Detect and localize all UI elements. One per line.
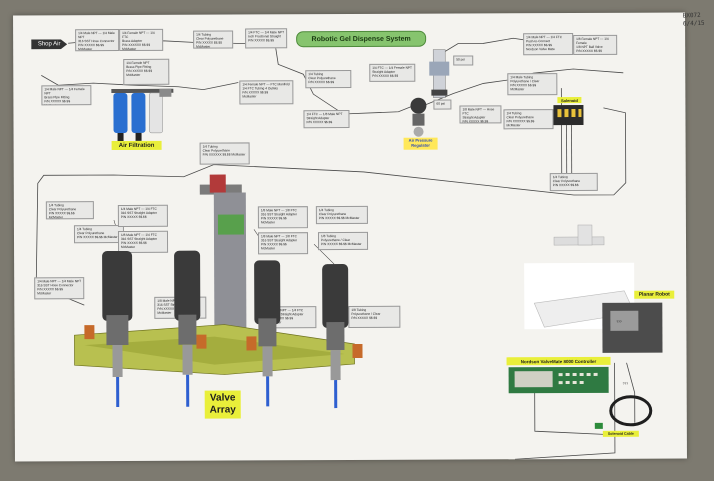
handwritten-annotation: BX072 6/4/15 [683,11,714,38]
solenoid [553,104,584,126]
solenoid-cable-label: Solenoid Cable [602,430,639,437]
valve-array [74,174,363,409]
controller-unit [508,366,653,429]
poster: Robotic Gel Dispense System Shop Air 1/4… [13,12,687,462]
planar-robot [524,224,663,353]
valve [322,264,349,409]
annotation-date: 6/4/15 [682,19,705,28]
valve [174,250,201,407]
unknown-note: ??? [622,381,628,386]
pressure-regulator [410,97,427,137]
manifold-stand [429,49,450,98]
unknown-note: ??? [616,319,622,324]
air-filtration-unit [111,49,584,142]
valve [102,250,133,408]
valve [254,260,281,407]
